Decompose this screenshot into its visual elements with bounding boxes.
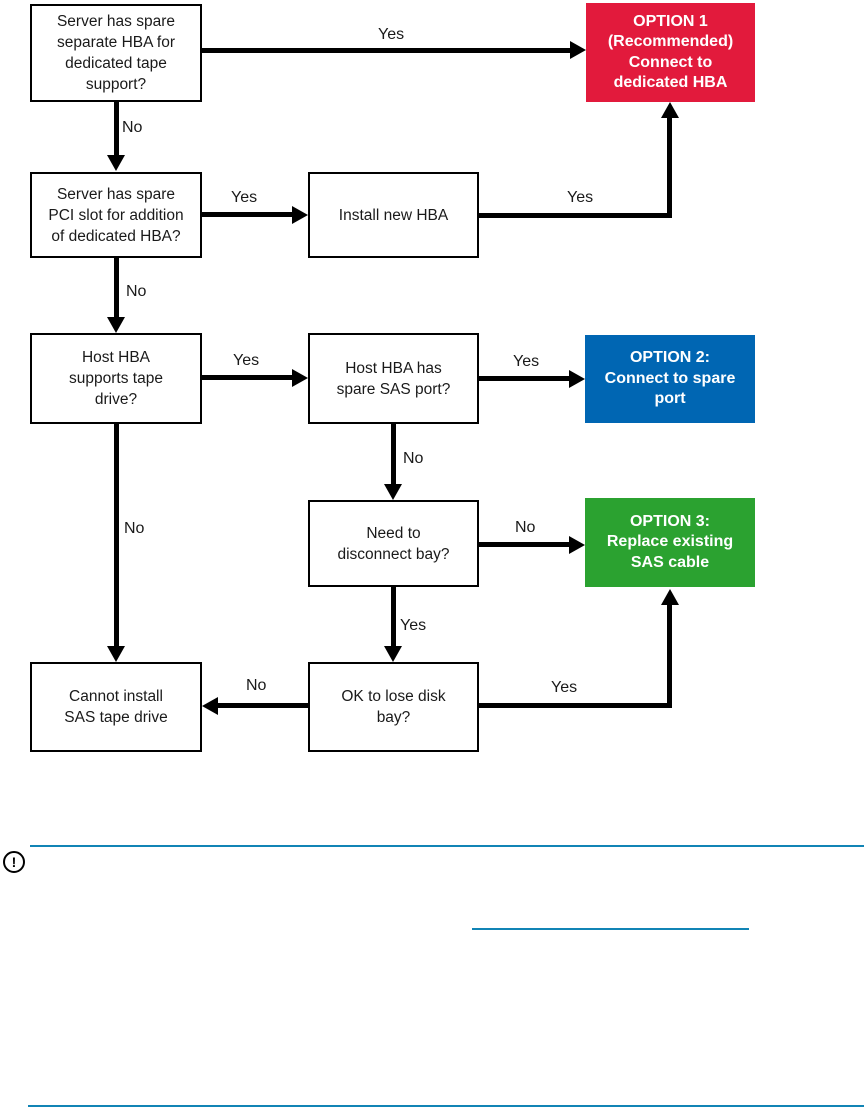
link-underline[interactable]	[472, 928, 749, 930]
node-install-new-hba: Install new HBA	[308, 172, 479, 258]
section-rule-bottom	[28, 1105, 864, 1107]
edge-label-no: No	[403, 450, 424, 467]
edge-label-yes: Yes	[551, 679, 578, 696]
edge-label-no: No	[126, 283, 147, 300]
arrowhead-icon	[661, 589, 679, 605]
arrowhead-icon	[569, 536, 585, 554]
edge-label-no: No	[246, 677, 267, 694]
arrow-n4-option2	[479, 376, 569, 381]
arrowhead-icon	[107, 317, 125, 333]
arrowhead-icon	[384, 646, 402, 662]
arrow-n4-n5	[391, 424, 396, 485]
arrow-n3-n7	[114, 424, 119, 647]
arrowhead-icon	[202, 697, 218, 715]
node-need-disconnect-bay: Need to disconnect bay?	[308, 500, 479, 587]
node-host-hba-supports: Host HBA supports tape drive?	[30, 333, 202, 424]
arrowhead-icon	[107, 155, 125, 171]
edge-label-yes: Yes	[400, 617, 427, 634]
arrow-n5-option3	[479, 542, 569, 547]
arrowhead-icon	[107, 646, 125, 662]
arrowhead-icon	[569, 370, 585, 388]
arrowhead-icon	[292, 369, 308, 387]
arrow-n6-option3	[667, 605, 672, 708]
arrow-n2-install	[202, 212, 292, 217]
arrowhead-icon	[384, 484, 402, 500]
edge-label-yes: Yes	[567, 189, 594, 206]
node-cannot-install: Cannot install SAS tape drive	[30, 662, 202, 752]
node-server-spare-hba: Server has spare separate HBA for dedica…	[30, 4, 202, 102]
arrow-n5-n6	[391, 587, 396, 647]
arrowhead-icon	[661, 102, 679, 118]
node-ok-lose-disk-bay: OK to lose disk bay?	[308, 662, 479, 752]
arrow-n6-option3	[479, 703, 670, 708]
option-1-box: OPTION 1 (Recommended) Connect to dedica…	[586, 3, 755, 102]
arrow-install-option1	[479, 213, 670, 218]
arrow-n1-n2	[114, 102, 119, 156]
option-2-box: OPTION 2: Connect to spare port	[585, 335, 755, 423]
edge-label-yes: Yes	[231, 189, 258, 206]
edge-label-yes: Yes	[513, 353, 540, 370]
arrow-n2-n3	[114, 258, 119, 318]
arrow-n1-option1	[202, 48, 570, 53]
arrowhead-icon	[570, 41, 586, 59]
edge-label-no: No	[515, 519, 536, 536]
option-3-box: OPTION 3: Replace existing SAS cable	[585, 498, 755, 587]
edge-label-yes: Yes	[378, 26, 405, 43]
arrow-n3-n4	[202, 375, 292, 380]
node-server-spare-pci: Server has spare PCI slot for addition o…	[30, 172, 202, 258]
important-icon: !	[3, 851, 25, 873]
edge-label-no: No	[122, 119, 143, 136]
edge-label-yes: Yes	[233, 352, 260, 369]
node-host-hba-spare-port: Host HBA has spare SAS port?	[308, 333, 479, 424]
arrow-n6-n7	[218, 703, 308, 708]
arrow-install-option1	[667, 118, 672, 218]
edge-label-no: No	[124, 520, 145, 537]
section-rule-top	[30, 845, 864, 847]
arrowhead-icon	[292, 206, 308, 224]
